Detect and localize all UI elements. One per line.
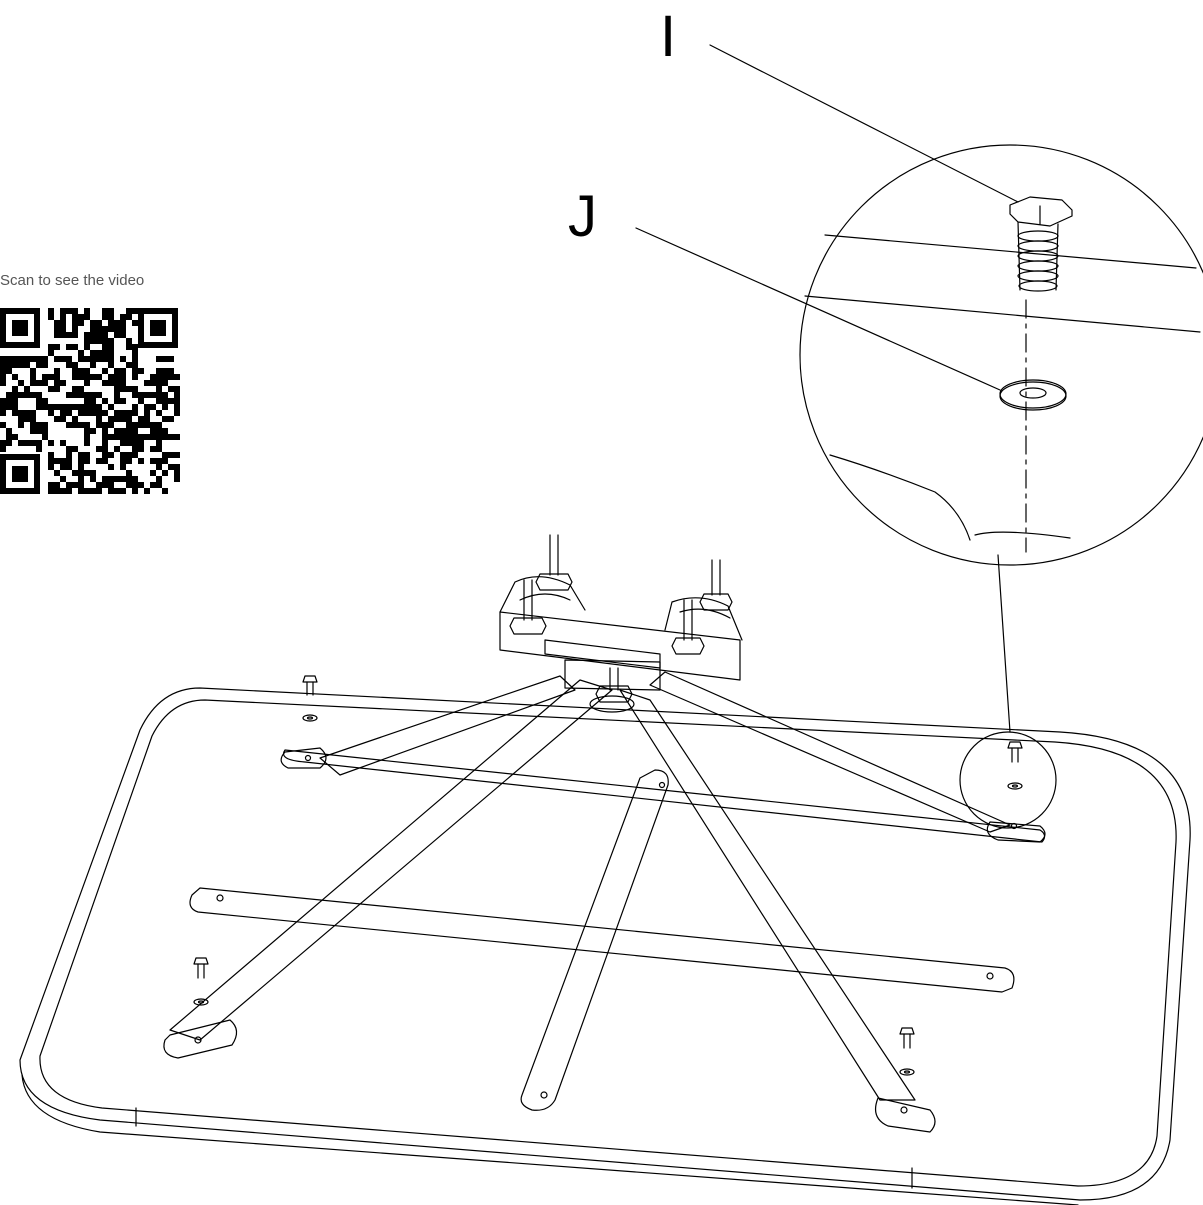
detail-marker-circle <box>959 731 1057 829</box>
foot-front-right <box>875 1097 936 1133</box>
foot-back-right <box>986 821 1046 843</box>
nuts <box>509 573 733 703</box>
threaded-rods <box>523 534 721 691</box>
leader-line-i <box>709 44 1019 203</box>
crossbar-diagonal <box>283 749 1046 843</box>
base-plate <box>19 687 1191 1201</box>
detail-magnified-circle <box>799 144 1203 566</box>
qr-code[interactable] <box>0 306 180 496</box>
leg-front-right <box>619 689 916 1101</box>
crossbar-vertical <box>520 769 669 1111</box>
foot-back-left <box>280 747 327 769</box>
clamp-bracket <box>499 611 741 681</box>
foot-bolt-back-left <box>302 675 318 722</box>
base-plate-rim <box>39 699 1177 1187</box>
foot-bolt-front-right <box>899 1027 915 1076</box>
bolt-icon <box>1009 196 1073 292</box>
crossbar-horizontal <box>189 887 1015 993</box>
callout-label-i: I <box>660 4 677 69</box>
base-plate-bottom-edge <box>21 1074 1079 1205</box>
leg-back-left <box>319 675 576 776</box>
center-hub <box>564 659 661 691</box>
leg-back-right <box>649 671 1011 833</box>
qr-caption: Scan to see the video <box>0 272 145 289</box>
callout-label-j: J <box>568 184 597 249</box>
washer-icon <box>999 379 1067 411</box>
leg-front-left <box>169 679 613 1041</box>
leader-line-j <box>635 227 1001 391</box>
foot-bolt-back-right <box>1007 741 1023 790</box>
foot-bolt-front-left <box>193 957 209 1006</box>
foot-front-left <box>163 1019 238 1059</box>
